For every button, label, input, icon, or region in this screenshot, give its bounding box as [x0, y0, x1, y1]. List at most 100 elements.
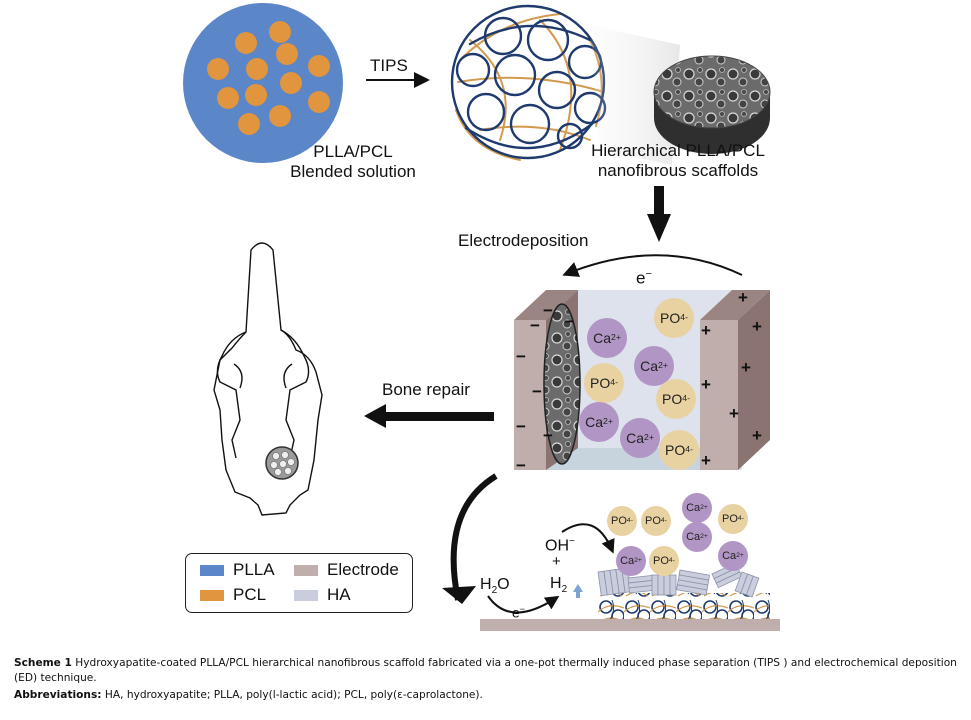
water-h: H	[480, 576, 492, 593]
ion-charge: 2+	[611, 332, 621, 342]
legend-label-electrode: Electrode	[327, 560, 399, 579]
ion-symbol: PO	[645, 515, 661, 527]
ion-symbol: Ca	[626, 430, 644, 446]
electron-label: e−	[636, 264, 652, 289]
positive-charge-sign: +	[752, 317, 762, 336]
legend-label-ha: HA	[327, 585, 351, 604]
electron-flow-arrow	[562, 254, 743, 277]
ion-charge: 4-	[668, 556, 675, 564]
zoom-in-arrow-head	[442, 586, 476, 604]
ion-charge: 4-	[610, 377, 618, 387]
legend-swatch-ha	[294, 589, 318, 601]
ion-symbol: PO	[722, 513, 738, 525]
negative-charge-sign: −	[516, 417, 526, 436]
hydroxide-label: OH−	[545, 532, 575, 556]
negative-charge-sign: −	[516, 456, 526, 475]
negative-charge-sign: −	[532, 382, 542, 401]
cathode-front	[514, 320, 546, 470]
substrate-electrode	[480, 619, 780, 631]
scaffold-label-line2: nanofibrous scaffolds	[597, 161, 759, 180]
negative-charge-sign: −	[543, 301, 553, 320]
anode-side	[738, 290, 770, 470]
cathode-scaffold	[544, 304, 580, 464]
scheme-caption-text: Hydroxyapatite-coated PLLA/PCL hierarchi…	[14, 657, 957, 684]
electron-symbol: e	[636, 268, 646, 288]
ion-symbol: Ca	[722, 550, 737, 562]
zoom-in-curved-arrow	[450, 473, 498, 601]
positive-charge-sign: +	[741, 358, 751, 377]
ion-symbol: Ca	[686, 531, 701, 543]
negative-charge-sign: −	[516, 347, 526, 366]
bone-repair-arrow	[364, 404, 494, 428]
scheme-caption-label: Scheme 1	[14, 657, 72, 669]
ion-symbol: Ca	[620, 555, 635, 567]
nanofibrous-scaffold-sphere	[450, 4, 607, 161]
positive-charge-sign: +	[729, 404, 739, 423]
ha-crystals	[597, 562, 760, 598]
legend-swatch-pcl	[200, 589, 224, 601]
hydroxide-charge: −	[569, 536, 575, 547]
ion-symbol: PO	[662, 391, 683, 407]
ion-symbol: PO	[665, 442, 686, 458]
hydrogen-up-arrow	[573, 584, 583, 598]
blended-solution-label-line2: Blended solution	[290, 162, 416, 181]
abbreviations-text: HA, hydroxyapatite; PLLA, poly(l-lactic …	[104, 689, 483, 701]
water-sub: 2	[491, 585, 498, 597]
reaction-electron-label: e−	[512, 599, 525, 623]
fibrous-layer	[598, 593, 770, 619]
legend-item-ha: HA	[294, 585, 351, 605]
ion-charge: 4-	[737, 514, 744, 522]
negative-charge-sign: −	[543, 426, 553, 445]
water-label: H2O	[480, 575, 510, 601]
negative-charge-sign: −	[530, 316, 540, 335]
ion-charge: 2+	[736, 551, 744, 559]
anode-front	[700, 320, 738, 470]
ion-symbol: PO	[611, 515, 627, 527]
ion-symbol: PO	[590, 375, 611, 391]
reaction-plus: +	[552, 553, 561, 570]
blended-solution-label-line1: PLLA/PCL	[313, 142, 393, 161]
scaffold-label-line1: Hierarchical PLLA/PCL	[591, 141, 765, 160]
ion-charge: 2+	[700, 503, 708, 511]
ion-charge: 2+	[603, 416, 613, 426]
positive-charge-sign: +	[752, 426, 762, 445]
positive-charge-sign: +	[701, 451, 711, 470]
anode-top	[700, 290, 770, 320]
ion-symbol: PO	[653, 555, 669, 567]
scheme-caption: Scheme 1 Hydroxyapatite-coated PLLA/PCL …	[14, 656, 959, 686]
electrodeposition-label: Electrodeposition	[458, 231, 589, 250]
ion-charge: 2+	[634, 556, 642, 564]
electron-charge: −	[645, 268, 652, 280]
rat-skull-outline	[213, 242, 323, 516]
ion-charge: 2+	[700, 532, 708, 540]
abbreviations-label: Abbreviations:	[14, 689, 102, 701]
sem-scaffold-disc	[653, 55, 771, 154]
ion-charge: 2+	[658, 360, 668, 370]
legend-swatch-plla	[200, 564, 224, 576]
hydrogen-sub: 2	[561, 584, 568, 596]
cathode-top	[514, 290, 578, 320]
skull-implant	[265, 446, 299, 480]
ion-charge: 4-	[660, 516, 667, 524]
water-o: O	[497, 576, 510, 593]
reaction-electron-charge: −	[519, 604, 526, 614]
ion-charge: 2+	[644, 432, 654, 442]
ion-symbol: Ca	[593, 330, 611, 346]
positive-charge-sign: +	[701, 375, 711, 394]
down-arrow	[647, 186, 671, 242]
reaction-electron-symbol: e	[512, 604, 520, 621]
positive-charge-sign: +	[738, 288, 748, 307]
ion-symbol: PO	[660, 310, 681, 326]
legend-label-plla: PLLA	[233, 560, 275, 579]
